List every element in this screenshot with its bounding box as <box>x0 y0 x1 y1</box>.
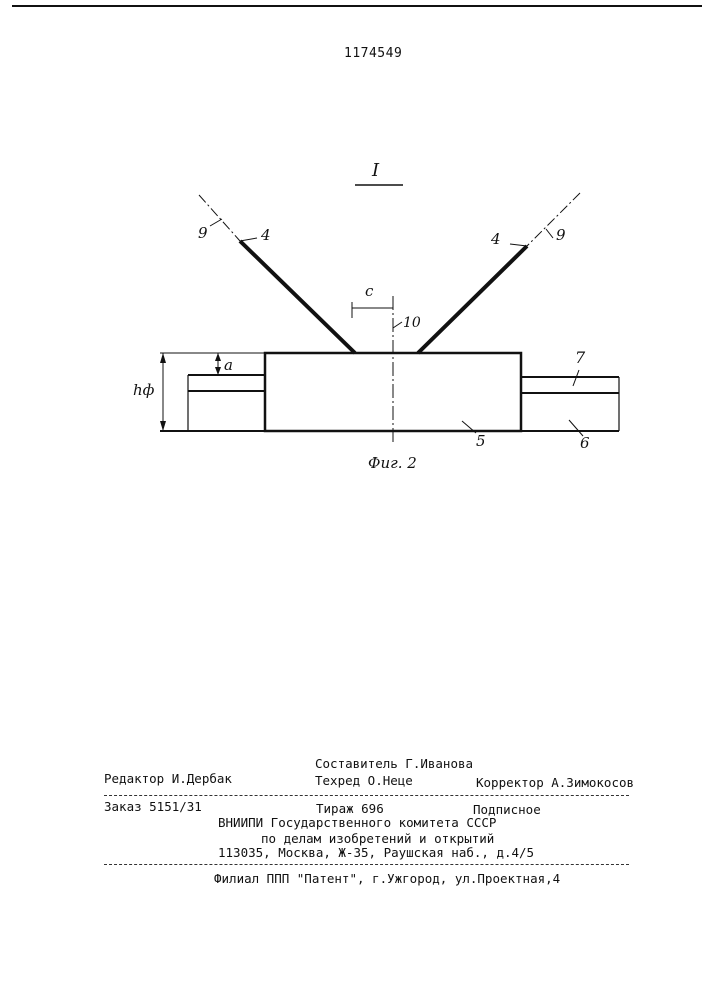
label-left-axis-9: 9 <box>198 226 208 241</box>
label-part-5: 5 <box>476 434 486 449</box>
imprint-institute-line2: по делам изобретений и открытий <box>261 833 494 846</box>
dimension-h-arrow-bottom <box>160 421 166 431</box>
label-part-6: 6 <box>580 436 590 451</box>
imprint-branch: Филиал ППП "Патент", г.Ужгород, ул.Проек… <box>214 873 560 886</box>
label-dimension-a: a <box>224 358 233 373</box>
imprint-address: 113035, Москва, Ж-35, Раушская наб., д.4… <box>218 847 534 860</box>
detail-label: I <box>372 162 379 180</box>
imprint-editor: Редактор И.Дербак <box>104 773 232 786</box>
imprint-compiler: Составитель Г.Иванова <box>315 758 473 771</box>
technical-drawing <box>0 0 707 520</box>
label-right-rod-4: 4 <box>491 232 501 247</box>
left-rod <box>240 241 355 353</box>
right-rod-leader <box>510 244 527 246</box>
imprint-rule-2 <box>104 864 629 865</box>
left-rod-leader <box>240 238 257 241</box>
axis-10-leader <box>393 322 402 328</box>
imprint-order: Заказ 5151/31 <box>104 801 202 814</box>
figure-caption: Фиг. 2 <box>368 456 417 471</box>
label-part-7: 7 <box>575 350 585 366</box>
imprint-corrector: Корректор А.Зимокосов <box>476 777 634 790</box>
right-axis-leader <box>546 229 553 238</box>
dimension-h-arrow-top <box>160 353 166 363</box>
label-left-rod-4: 4 <box>261 228 271 243</box>
label-right-axis-9: 9 <box>556 228 566 243</box>
right-rod <box>418 246 527 353</box>
label-dimension-h: hф <box>133 383 154 398</box>
dimension-a-arrow-top <box>215 353 221 361</box>
imprint-rule-1 <box>104 795 629 796</box>
label-dimension-c: c <box>365 284 373 299</box>
imprint-institute-line1: ВНИИПИ Государственного комитета СССР <box>218 817 496 830</box>
imprint-techred: Техред О.Неце <box>315 775 413 788</box>
label-axis-10: 10 <box>403 316 421 330</box>
right-rod-axis <box>527 193 580 246</box>
left-axis-leader <box>210 219 222 226</box>
imprint-circulation: Тираж 696 <box>316 803 384 816</box>
dimension-a-arrow-bottom <box>215 367 221 375</box>
